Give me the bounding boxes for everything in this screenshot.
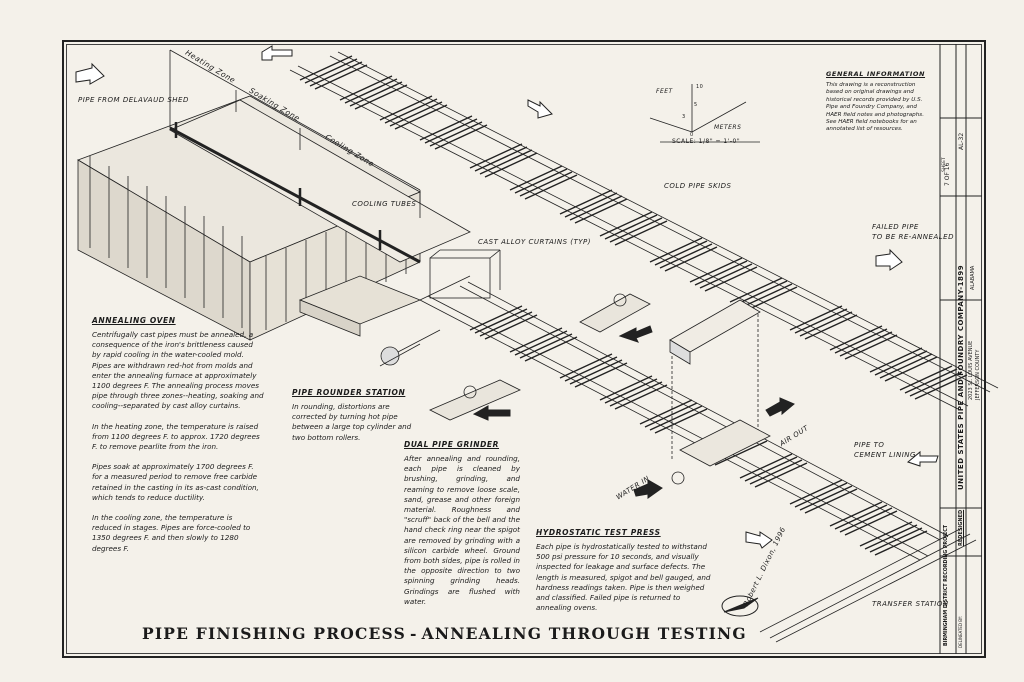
title-block-delineator: DELINEATED BY: [958,615,963,648]
title-block-program: BIRMINGHAM DISTRICT RECORDING PROJECT [944,524,949,646]
scale-graphic [649,84,760,143]
flow-arrow-icon [75,62,105,85]
hydrostatic-text: Each pipe is hydrostatically tested to w… [536,542,711,613]
pipe-rounder-heading: PIPE ROUNDER STATION [292,388,406,397]
title-block-state: ALABAMA [970,265,976,290]
scale-mark-5: 5 [694,102,698,108]
flow-arrow-icon [745,531,773,549]
title-block-haer-no: AL-32 [958,132,965,150]
annealing-paragraph: In the heating zone, the temperature is … [92,421,260,452]
title-part2: ANNEALING THROUGH TESTING [421,624,747,643]
pipe-to-cement-line1: PIPE TO [854,441,885,449]
title-part1: PIPE FINISHING PROCESS [142,624,406,643]
cooling-tubes-label: COOLING TUBES [352,200,417,208]
annealing-oven [77,95,471,341]
flow-arrow-icon [906,450,939,467]
title-block-index: REDESIGNED [958,509,964,546]
annealing-paragraph: Centrifugally cast pipes must be anneale… [92,330,264,411]
pipe-to-cement-line2: CEMENT LINING [854,451,916,459]
cast-alloy-curtains-label: CAST ALLOY CURTAINS (TYP) [478,238,592,246]
dual-pipe-grinder [429,293,651,421]
pipe-from-shed-label: PIPE FROM DeLAVAUD SHED [78,96,189,104]
general-information-text: This drawing is a reconstruction based o… [826,82,924,133]
dual-pipe-grinder-text: After annealing and rounding, each pipe … [404,454,520,606]
title-separator: - [409,624,418,643]
cold-pipe-skids [289,51,999,561]
failed-pipe-label: FAILED PIPE TO BE RE-ANNEALED [872,222,954,242]
cold-pipe-skids-label: COLD PIPE SKIDS [664,182,732,190]
title-block-sheet: 7 OF 16 [944,162,951,186]
transfer-station-rails [759,527,977,643]
failed-pipe-line2: TO BE RE-ANNEALED [872,233,954,241]
pipe-rounder-station [379,249,501,367]
scale-feet-label: FEET [656,88,673,95]
title-block-address: 2023 St. LOUIS AVENUE [968,340,974,400]
flow-arrow-icon [618,325,653,343]
pipe-rounder-text: In rounding, distortions are corrected b… [292,402,412,442]
transfer-station-label: TRANSFER STATION [872,600,949,608]
zone-dimension-lines [169,49,421,218]
flow-arrow-icon [875,248,903,271]
flow-arrow-icon [633,479,663,499]
scale-mark-10: 10 [696,84,704,90]
dual-pipe-grinder-heading: DUAL PIPE GRINDER [404,440,500,449]
flow-arrow-icon [261,45,293,61]
scale-meters-label: METERS [714,124,742,131]
title-block-county: JEFFERSON COUNTY [975,349,981,400]
general-information-heading: GENERAL INFORMATION [826,70,926,78]
title-block-project: UNITED STATES PIPE AND FOUNDRY COMPANY-1… [957,264,965,490]
drawing-inner-border [66,44,982,654]
annealing-paragraph: Pipes soak at approximately 1700 degrees… [92,462,259,502]
drawing-title: PIPE FINISHING PROCESS-ANNEALING THROUGH… [142,624,747,643]
flow-arrow-icon [765,397,795,417]
annealing-oven-text: Centrifugally cast pipes must be anneale… [92,330,264,564]
scale-text: SCALE: 1/8" = 1'-0" [672,138,741,145]
failed-pipe-line1: FAILED PIPE [872,223,919,231]
flow-arrow-icon [527,99,553,119]
north-arrow-icon [721,595,759,617]
scale-mark-0: 0 [690,132,694,138]
annealing-paragraph: In the cooling zone, the temperature is … [92,513,251,553]
scale-mark-3: 3 [682,114,686,120]
hydrostatic-heading: HYDROSTATIC TEST PRESS [536,528,661,537]
hydrostatic-test-press [669,299,771,485]
drawing-border [62,40,986,658]
flow-arrow-icon [472,405,511,421]
pipe-to-cement-label: PIPE TO CEMENT LINING [854,440,916,460]
annealing-oven-heading: ANNEALING OVEN [92,316,176,325]
